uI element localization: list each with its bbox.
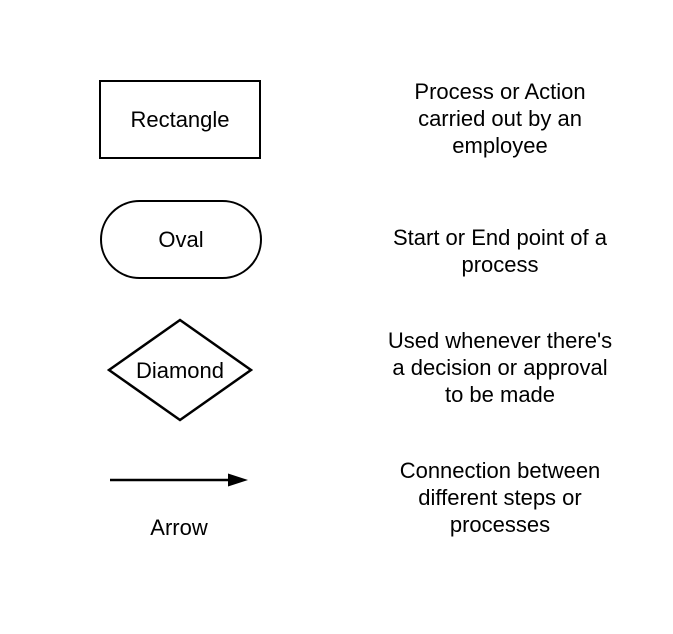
arrow-description: Connection between different steps or pr… xyxy=(355,457,645,538)
description-line: process xyxy=(461,252,539,277)
description-line: carried out by an xyxy=(418,106,582,131)
oval-description: Start or End point of a process xyxy=(355,224,645,278)
description-line: different steps or xyxy=(418,485,582,510)
diamond-label: Diamond xyxy=(135,357,225,383)
description-line: Connection between xyxy=(399,458,601,483)
description-line: Start or End point of a xyxy=(392,225,608,250)
arrow-icon xyxy=(110,473,248,487)
arrow-connector xyxy=(109,471,249,489)
rectangle-shape: Rectangle xyxy=(99,80,261,159)
description-line: employee xyxy=(452,133,548,158)
rectangle-label: Rectangle xyxy=(130,107,230,132)
diamond-description: Used whenever there's a decision or appr… xyxy=(355,327,645,408)
rectangle-description: Process or Action carried out by an empl… xyxy=(355,78,645,159)
diamond-shape: Diamond xyxy=(107,318,253,422)
description-line: processes xyxy=(449,512,551,537)
arrow-label: Arrow xyxy=(150,515,208,540)
diamond-outline-icon xyxy=(107,318,253,422)
description-line: a decision or approval xyxy=(392,355,608,380)
oval-shape: Oval xyxy=(100,200,262,279)
description-line: Used whenever there's xyxy=(387,328,613,353)
description-line: to be made xyxy=(444,382,556,407)
oval-label: Oval xyxy=(158,227,204,252)
description-line: Process or Action xyxy=(414,79,586,104)
